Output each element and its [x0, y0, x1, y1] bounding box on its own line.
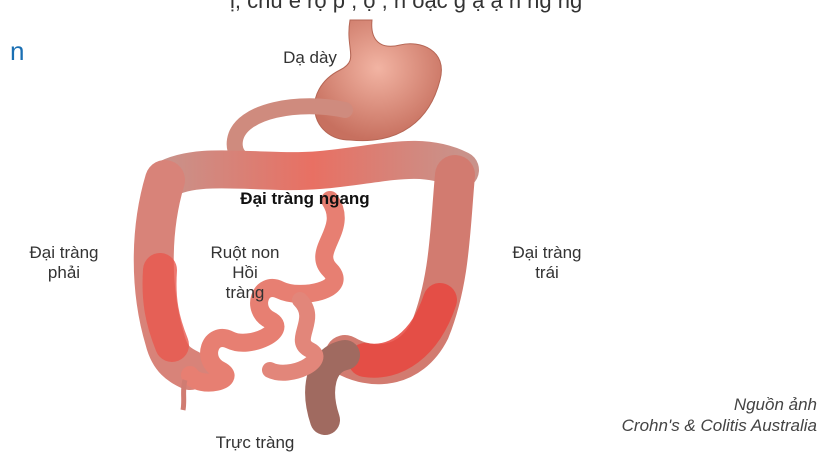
right-colon-inflamed: [160, 270, 173, 345]
label-right-colon: Đại tràng phải: [14, 243, 114, 283]
label-right-colon-line1: Đại tràng: [14, 243, 114, 263]
label-small-intestine: Ruột non Hồi tràng: [195, 243, 295, 303]
rectum-shape: [320, 355, 345, 420]
image-source-credit: Nguồn ảnh Crohn's & Colitis Australia: [622, 394, 817, 436]
label-left-colon-line1: Đại tràng: [497, 243, 597, 263]
label-small-intestine-line2: Hồi: [195, 263, 295, 283]
transverse-colon-shape: [165, 160, 460, 180]
label-small-intestine-line1: Ruột non: [195, 243, 295, 263]
label-right-colon-line2: phải: [14, 263, 114, 283]
source-line2: Crohn's & Colitis Australia: [622, 415, 817, 436]
label-small-intestine-line3: tràng: [195, 283, 295, 303]
label-transverse-colon: Đại tràng ngang: [210, 189, 400, 209]
label-stomach: Dạ dày: [265, 48, 355, 68]
label-left-colon-line2: trái: [497, 263, 597, 283]
stomach-shape: [315, 20, 442, 141]
left-colon-inflamed: [365, 300, 440, 361]
source-line1: Nguồn ảnh: [622, 394, 817, 415]
label-rectum: Trực tràng: [200, 433, 310, 453]
label-left-colon: Đại tràng trái: [497, 243, 597, 283]
